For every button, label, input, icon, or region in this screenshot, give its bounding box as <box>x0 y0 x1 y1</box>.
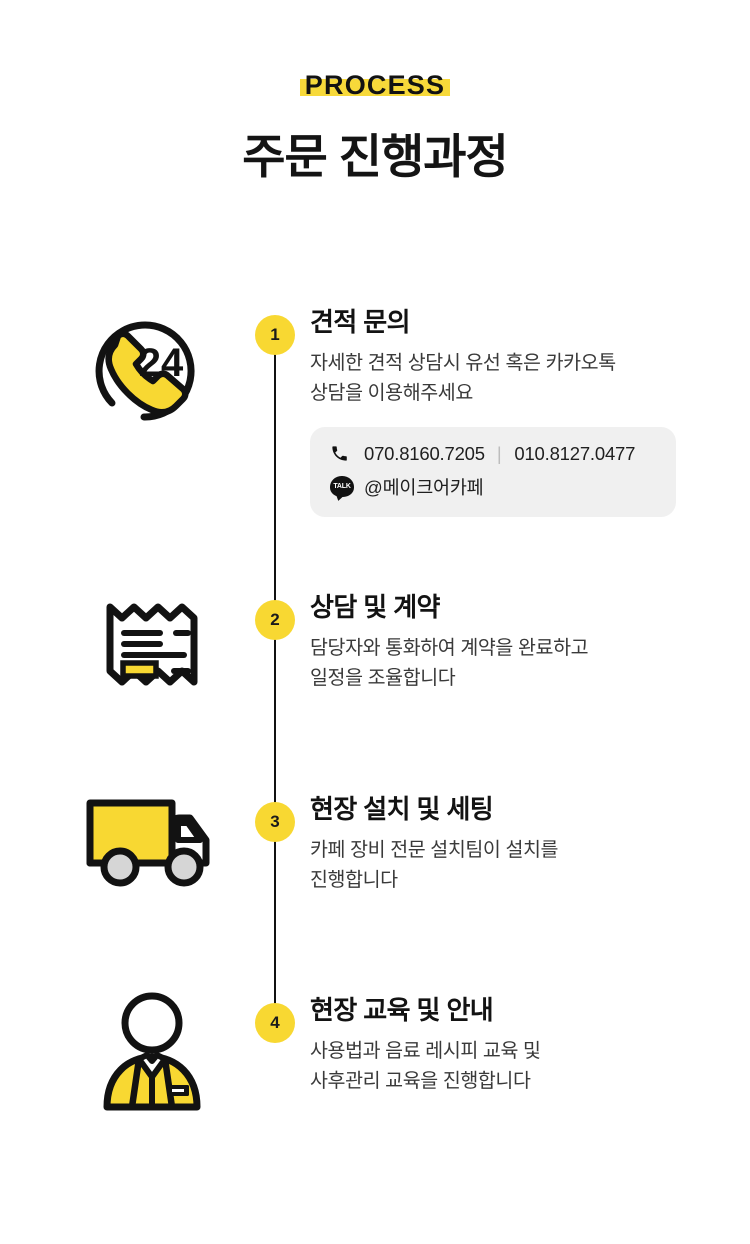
step-2-icon-wrap <box>72 585 232 705</box>
step-3-description: 카페 장비 전문 설치팀이 설치를 진행합니다 <box>310 835 710 895</box>
contact-phone-text: 070.8160.7205 | 010.8127.0477 <box>364 443 635 465</box>
step-1-description: 자세한 견적 상담시 유선 혹은 카카오톡 상담을 이용해주세요 <box>310 348 710 408</box>
eyebrow-label: PROCESS <box>304 70 446 100</box>
kakaotalk-icon-label: TALK <box>333 483 351 491</box>
step-3-desc-line-1: 카페 장비 전문 설치팀이 설치를 <box>310 839 559 862</box>
step-4-number: 4 <box>270 1013 280 1032</box>
step-2-description: 담당자와 통화하여 계약을 완료하고 일정을 조율합니다 <box>310 633 710 693</box>
step-2-desc-line-1: 담당자와 통화하여 계약을 완료하고 <box>310 637 589 660</box>
phone-handset-icon <box>330 443 355 465</box>
step-4-icon-wrap <box>72 985 232 1125</box>
step-1-desc-line-1: 자세한 견적 상담시 유선 혹은 카카오톡 <box>310 352 616 375</box>
step-4-desc-line-2: 사후관리 교육을 진행합니다 <box>310 1070 531 1093</box>
phone-secondary: 010.8127.0477 <box>514 442 636 464</box>
step-2-body: 상담 및 계약 담당자와 통화하여 계약을 완료하고 일정을 조율합니다 <box>310 592 710 694</box>
step-2-marker: 2 <box>255 600 295 640</box>
staff-person-icon <box>103 992 201 1111</box>
eyebrow-highlight-bar <box>299 79 451 96</box>
step-1-icon-wrap: 24 <box>72 299 232 439</box>
step-2-desc-line-2: 일정을 조율합니다 <box>310 667 456 690</box>
step-3-title: 현장 설치 및 세팅 <box>310 794 494 824</box>
step-1-body: 견적 문의 자세한 견적 상담시 유선 혹은 카카오톡 상담을 이용해주세요 0… <box>310 307 710 517</box>
step-4-body: 현장 교육 및 안내 사용법과 음료 레시피 교육 및 사후관리 교육을 진행합… <box>310 995 710 1097</box>
phone-primary: 070.8160.7205 <box>364 442 485 464</box>
step-3-marker: 3 <box>255 802 295 842</box>
step-4-description: 사용법과 음료 레시피 교육 및 사후관리 교육을 진행합니다 <box>310 1036 710 1096</box>
phone-24h-icon: 24 <box>95 321 195 421</box>
step-1-marker: 1 <box>255 315 295 355</box>
step-2-number: 2 <box>270 610 280 629</box>
contact-info-box: 070.8160.7205 | 010.8127.0477 TALK @메이크어… <box>310 426 676 517</box>
phone-24h-icon-label: 24 <box>139 341 184 385</box>
step-1-number: 1 <box>270 325 280 344</box>
receipt-icon <box>106 603 198 686</box>
timeline-rail <box>274 335 276 1035</box>
step-4-title: 현장 교육 및 안내 <box>310 995 494 1025</box>
step-3-body: 현장 설치 및 세팅 카페 장비 전문 설치팀이 설치를 진행합니다 <box>310 794 710 896</box>
page-header: PROCESS 주문 진행과정 <box>0 0 750 185</box>
step-1-title: 견적 문의 <box>310 307 411 337</box>
step-3-desc-line-2: 진행합니다 <box>310 869 398 892</box>
kakaotalk-icon: TALK <box>330 476 355 498</box>
step-3-icon-wrap <box>72 785 232 905</box>
phone-separator: | <box>496 442 502 464</box>
step-1-desc-line-2: 상담을 이용해주세요 <box>310 382 473 405</box>
step-4-marker: 4 <box>255 1003 295 1043</box>
step-4-desc-line-1: 사용법과 음료 레시피 교육 및 <box>310 1040 541 1063</box>
contact-kakao-row[interactable]: TALK @메이크어카페 <box>330 474 654 500</box>
step-3-number: 3 <box>270 812 280 831</box>
delivery-truck-icon <box>86 799 210 887</box>
step-2-title: 상담 및 계약 <box>310 592 440 622</box>
page-title: 주문 진행과정 <box>242 130 509 183</box>
contact-phone-row[interactable]: 070.8160.7205 | 010.8127.0477 <box>330 443 654 465</box>
eyebrow-highlight-wrap: PROCESS <box>299 70 451 100</box>
kakao-id-text: @메이크어카페 <box>364 476 484 498</box>
